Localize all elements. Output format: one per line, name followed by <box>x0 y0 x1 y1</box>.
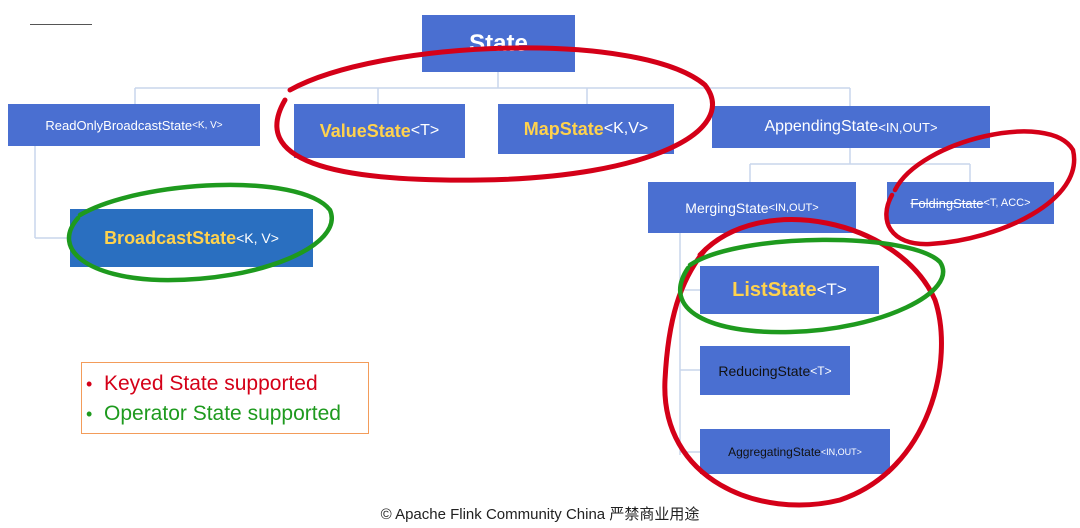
node-map-state-label: MapState <box>523 118 604 139</box>
node-broadcast-state-label: BroadcastState <box>104 227 237 248</box>
legend-item-operator: • Operator State supported <box>86 399 368 429</box>
node-folding-state-label: FoldingState <box>910 195 984 211</box>
node-merging-state-generic: <IN,OUT> <box>768 201 819 214</box>
legend-bullet: • <box>86 404 93 424</box>
node-merging-state: MergingState <IN,OUT> <box>648 182 856 233</box>
node-map-state-generic: <K,V> <box>603 120 649 137</box>
node-folding-state: FoldingState <T, ACC> <box>887 182 1054 224</box>
legend-keyed-label: Keyed State supported <box>104 372 318 395</box>
node-appending-state: AppendingState <IN,OUT> <box>712 106 990 148</box>
node-reducing-state-generic: <T> <box>810 363 832 378</box>
node-merging-state-label: MergingState <box>685 199 769 216</box>
node-appending-state-label: AppendingState <box>764 118 879 135</box>
legend: • Keyed State supported • Operator State… <box>81 362 369 434</box>
node-appending-state-generic: <IN,OUT> <box>878 119 938 135</box>
node-aggregating-state: AggregatingState <IN,OUT> <box>700 429 890 474</box>
node-reducing-state-label: ReducingState <box>718 362 811 379</box>
top-rule <box>30 24 92 25</box>
node-broadcast-state: BroadcastState <K, V> <box>70 209 313 267</box>
legend-bullet: • <box>86 374 93 394</box>
node-state: State <box>422 15 575 72</box>
node-aggregating-state-label: AggregatingState <box>728 444 821 459</box>
node-list-state-label: ListState <box>732 278 817 301</box>
footer-copyright: © Apache Flink Community China 严禁商业用途 <box>380 506 700 523</box>
node-readonly-broadcast-state-generic: <K, V> <box>192 119 223 131</box>
node-readonly-broadcast-state-label: ReadOnlyBroadcastState <box>45 117 193 133</box>
node-folding-state-generic: <T, ACC> <box>983 197 1031 209</box>
node-list-state-generic: <T> <box>816 280 847 299</box>
node-state-label: State <box>469 29 528 57</box>
node-value-state: ValueState <T> <box>294 104 465 158</box>
node-aggregating-state-generic: <IN,OUT> <box>820 446 862 457</box>
legend-operator-label: Operator State supported <box>104 402 341 425</box>
node-broadcast-state-generic: <K, V> <box>236 230 279 246</box>
node-value-state-label: ValueState <box>319 120 411 141</box>
legend-item-keyed: • Keyed State supported <box>86 369 368 399</box>
node-map-state: MapState <K,V> <box>498 104 674 154</box>
node-readonly-broadcast-state: ReadOnlyBroadcastState <K, V> <box>8 104 260 146</box>
node-reducing-state: ReducingState <T> <box>700 346 850 395</box>
node-list-state: ListState <T> <box>700 266 879 314</box>
node-value-state-generic: <T> <box>410 122 440 139</box>
